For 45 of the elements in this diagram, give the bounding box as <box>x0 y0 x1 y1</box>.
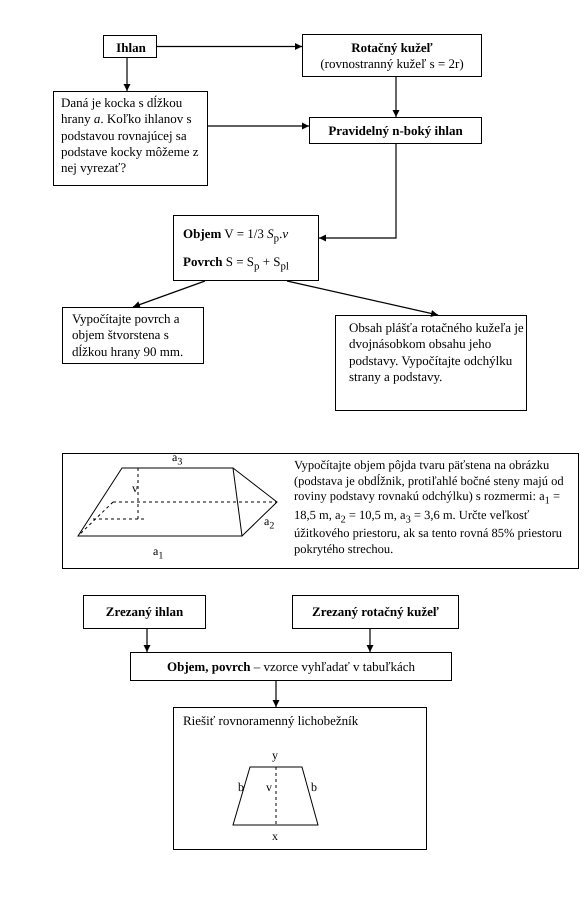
process-box <box>309 117 482 144</box>
process-box <box>173 707 427 850</box>
box-text: Riešiť rovnoramenný lichobežník <box>183 713 360 730</box>
box-title: Rotačný kužeľ <box>350 40 434 56</box>
box-text: Zrezaný rotačný kužeľ <box>311 604 440 620</box>
process-box <box>335 315 527 411</box>
process-box <box>130 652 452 681</box>
box-text: Vypočítajte povrch a objem štvorstena s dĺžkou hrany 90 mm. <box>72 311 184 360</box>
box-subtitle: Povrch S = S$_{p}$ + S$_{pl}$ <box>183 254 290 274</box>
arrow <box>144 629 150 652</box>
box-title: Objem V = 1/3 S$_{p}$.v <box>183 226 290 246</box>
arrow <box>124 58 130 91</box>
arrow <box>157 43 302 50</box>
box-text: Daná je kocka s dĺžkou hrany a. Koľko ihlanov s podstavou rovnajúcej sa podstave kocky môžeme z nej vyrezať? <box>61 95 200 176</box>
arrow <box>132 280 206 308</box>
box-text: Pravidelný n-boký ihlan <box>327 123 464 140</box>
dimension-label: a$_{2}$ <box>264 515 274 532</box>
process-box <box>103 35 157 58</box>
dimension-label: b <box>238 781 244 793</box>
dimension-label: a$_{3}$ <box>172 451 182 468</box>
process-box <box>83 595 206 629</box>
dimension-label: b <box>311 781 317 793</box>
box-text: Zrezaný ihlan <box>104 604 184 620</box>
box-text: Vypočítajte objem pôjda tvaru päťstena na obrázku (podstava je obdĺžnik, protiľahlé bočné steny majú od roviny podstavy rovnakú odchýlku) s rozmermi: a$_{1}$ = 18,5 m, a$_{2}$ = 10,5 m, a$_{3}$ = 3,6 m. Určte veľkosť úžitkového priestoru, ak sa tento rovná 85% priestoru pokrytého strechou. <box>294 458 565 558</box>
arrow <box>366 629 374 652</box>
arrow <box>286 280 438 317</box>
process-box <box>292 595 459 629</box>
process-box <box>62 307 204 364</box>
arrow <box>392 77 400 117</box>
box-text: Objem, povrch – vzorce vyhľadať v tabuľkách <box>166 659 416 676</box>
box-subtitle: (rovnostranný kužeľ s = 2r) <box>319 56 465 72</box>
dimension-label: x <box>272 830 278 842</box>
process-box <box>173 215 319 281</box>
dimension-label: a$_{1}$ <box>153 545 164 562</box>
box-text: Ihlan <box>115 40 147 56</box>
arrow <box>272 681 280 707</box>
box-text: Obsah plášťa rotačného kužeľa je dvojnásobkom obsahu jeho podstavy. Vypočítajte odchýlku strany a podstavy. <box>349 320 524 385</box>
process-box <box>302 34 482 77</box>
task-panel <box>62 453 579 569</box>
dimension-label: v <box>132 482 138 494</box>
arrow <box>208 122 309 130</box>
dimension-label: y <box>272 749 278 761</box>
process-box <box>53 91 208 186</box>
arrow <box>319 144 397 242</box>
dimension-label: v <box>266 781 272 793</box>
